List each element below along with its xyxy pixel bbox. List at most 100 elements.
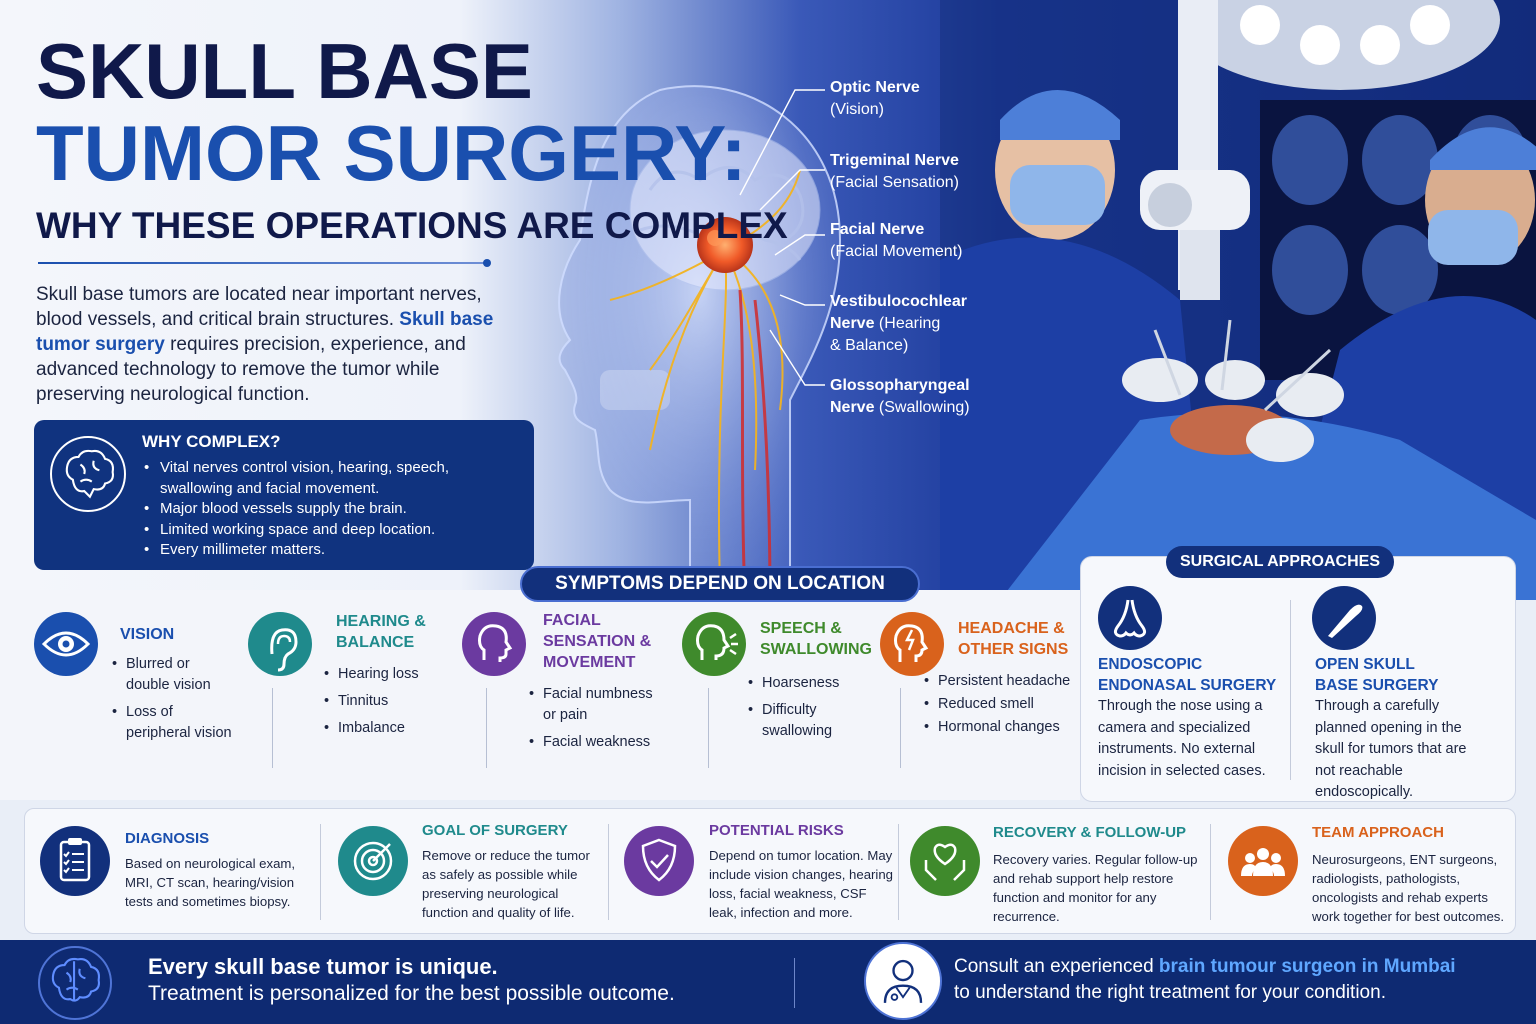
list-item: Blurred or double vision xyxy=(112,654,232,696)
symptom-vision: VISION Blurred or double vision Loss of … xyxy=(34,608,244,788)
title-line: OPEN SKULL xyxy=(1315,656,1415,673)
list-item: Every millimeter matters. xyxy=(144,540,474,561)
intro-part2: requires precision, experience, and adva… xyxy=(36,334,466,405)
nerve-name-2: Nerve xyxy=(830,399,875,416)
info-title: RECOVERY & FOLLOW-UP xyxy=(993,824,1187,841)
list-item: Hoarseness xyxy=(748,673,868,694)
info-title: TEAM APPROACH xyxy=(1312,824,1444,841)
info-divider xyxy=(898,824,899,920)
target-icon xyxy=(338,826,408,896)
title-line-2: TUMOR SURGERY: xyxy=(36,109,747,197)
list-item: Reduced smell xyxy=(924,696,1074,713)
approach-divider xyxy=(1290,600,1291,780)
title-line: BALANCE xyxy=(336,634,415,651)
title-line: SWALLOWING xyxy=(760,641,872,658)
title-subtitle: WHY THESE OPERATIONS ARE COMPLEX xyxy=(36,205,788,246)
info-divider xyxy=(608,824,609,920)
speaking-head-icon xyxy=(682,612,746,676)
intro-paragraph: Skull base tumors are located near impor… xyxy=(36,282,506,407)
list-item: Persistent headache xyxy=(924,673,1074,690)
title-line: ENDONASAL SURGERY xyxy=(1098,677,1277,694)
doctor-icon xyxy=(864,942,942,1020)
title-line: MOVEMENT xyxy=(543,654,636,671)
nerve-function: (Swallowing) xyxy=(874,399,970,416)
why-complex-list: Vital nerves control vision, hearing, sp… xyxy=(144,458,474,561)
nerve-function: (Hearing xyxy=(874,315,941,332)
nerve-function: (Vision) xyxy=(830,101,884,118)
symptom-divider xyxy=(708,688,709,768)
heart-hands-icon xyxy=(910,826,980,896)
eye-icon xyxy=(34,612,98,676)
face-icon xyxy=(462,612,526,676)
surgical-approaches-heading: SURGICAL APPROACHES xyxy=(1166,546,1394,578)
intro-part1: Skull base tumors are located near impor… xyxy=(36,284,482,330)
symptom-facial: FACIAL SENSATION & MOVEMENT Facial numbnes… xyxy=(462,608,672,788)
symptom-title: VISION xyxy=(120,624,174,645)
operating-room-illustration xyxy=(940,0,1536,600)
info-title: GOAL OF SURGERY xyxy=(422,822,568,839)
intro-highlight: Skull base tumor surgery xyxy=(36,309,494,355)
list-item: Difficulty swallowing xyxy=(748,700,868,742)
info-text: Remove or reduce the tumor as safely as … xyxy=(422,848,590,920)
symptom-title: SPEECH & SWALLOWING xyxy=(760,618,872,660)
title-line: ENDOSCOPIC xyxy=(1098,656,1203,673)
footer-left-line-2: Treatment is personalized for the best p… xyxy=(148,982,675,1005)
symptom-divider xyxy=(272,688,273,768)
list-item: Limited working space and deep location. xyxy=(144,520,474,541)
head-nerve-illustration xyxy=(558,85,842,600)
approach-text: Through the nose using a camera and spec… xyxy=(1098,698,1266,779)
nose-icon xyxy=(1098,586,1162,650)
list-item: Vital nerves control vision, hearing, sp… xyxy=(144,458,474,499)
why-complex-box: WHY COMPLEX? Vital nerves control vision… xyxy=(34,420,534,570)
info-text: Depend on tumor location. May include vi… xyxy=(709,848,894,920)
title-line: SENSATION & xyxy=(543,633,652,650)
title-divider xyxy=(38,259,491,267)
symptom-title: FACIAL SENSATION & MOVEMENT xyxy=(543,610,651,673)
title-line: HEADACHE & xyxy=(958,620,1065,637)
symptom-divider xyxy=(900,688,901,768)
title-line: FACIAL xyxy=(543,612,601,629)
symptom-title: HEARING & BALANCE xyxy=(336,611,426,653)
symptom-title: HEADACHE &OTHER SIGNS xyxy=(958,618,1068,660)
symptom-headache: HEADACHE &OTHER SIGNS Persistent headach… xyxy=(880,608,1070,788)
nerve-label-vestibulocochlear: Vestibulocochlear Nerve (Hearing & Balan… xyxy=(830,291,967,357)
nerve-function-2: & Balance) xyxy=(830,337,909,354)
symptom-list: Hearing loss Tinnitus Imbalance xyxy=(324,664,454,745)
nerve-name: Vestibulocochlear xyxy=(830,293,967,310)
symptom-list: Persistent headache Reduced smell Hormon… xyxy=(924,673,1074,742)
headache-icon xyxy=(880,612,944,676)
symptom-hearing: HEARING & BALANCE Hearing loss Tinnitus I… xyxy=(248,608,458,788)
list-item: Hearing loss xyxy=(324,664,454,685)
nerve-pointer-lines xyxy=(739,89,825,386)
footer-banner xyxy=(0,940,1536,1024)
surgeon-link[interactable]: brain tumour surgeon in Mumbai xyxy=(1158,956,1456,977)
nerve-label-glossopharyngeal: Glossopharyngeal Nerve (Swallowing) xyxy=(830,375,970,419)
info-text: Neurosurgeons, ENT surgeons, radiologist… xyxy=(1312,852,1505,924)
list-item: Hormonal changes xyxy=(924,719,1074,736)
info-text: Based on neurological exam, MRI, CT scan… xyxy=(125,856,296,909)
symptoms-heading: SYMPTOMS DEPEND ON LOCATION xyxy=(520,566,920,602)
title-line: SPEECH & xyxy=(760,620,842,637)
title-line: HEARING & xyxy=(336,613,426,630)
title-line: VISION xyxy=(120,626,175,643)
symptom-list: Hoarseness Difficulty swallowing xyxy=(748,673,868,748)
list-item: Facial numbness or pain xyxy=(529,684,669,726)
list-item: Major blood vessels supply the brain. xyxy=(144,499,474,520)
team-icon xyxy=(1228,826,1298,896)
clipboard-icon xyxy=(40,826,110,896)
symptom-speech: SPEECH & SWALLOWING Hoarseness Difficulty… xyxy=(682,608,882,788)
nerve-label-facial: Facial Nerve (Facial Movement) xyxy=(830,219,962,263)
nerve-function: (Facial Movement) xyxy=(830,243,963,260)
approach-title: OPEN SKULL BASE SURGERY xyxy=(1315,654,1438,696)
symptom-list: Facial numbness or pain Facial weakness xyxy=(529,684,669,759)
symptom-list: Blurred or double vision Loss of periphe… xyxy=(112,654,232,750)
approach-title: ENDOSCOPIC ENDONASAL SURGERY xyxy=(1098,654,1276,696)
why-complex-title: WHY COMPLEX? xyxy=(142,432,281,451)
info-divider xyxy=(1210,824,1211,920)
symptom-divider xyxy=(486,688,487,768)
footer-right-line-2: to understand the right treatment for yo… xyxy=(954,982,1386,1003)
title-line: BASE SURGERY xyxy=(1315,677,1439,694)
shield-check-icon xyxy=(624,826,694,896)
brain-icon xyxy=(38,946,112,1020)
nerve-function: (Facial Sensation) xyxy=(830,174,959,191)
